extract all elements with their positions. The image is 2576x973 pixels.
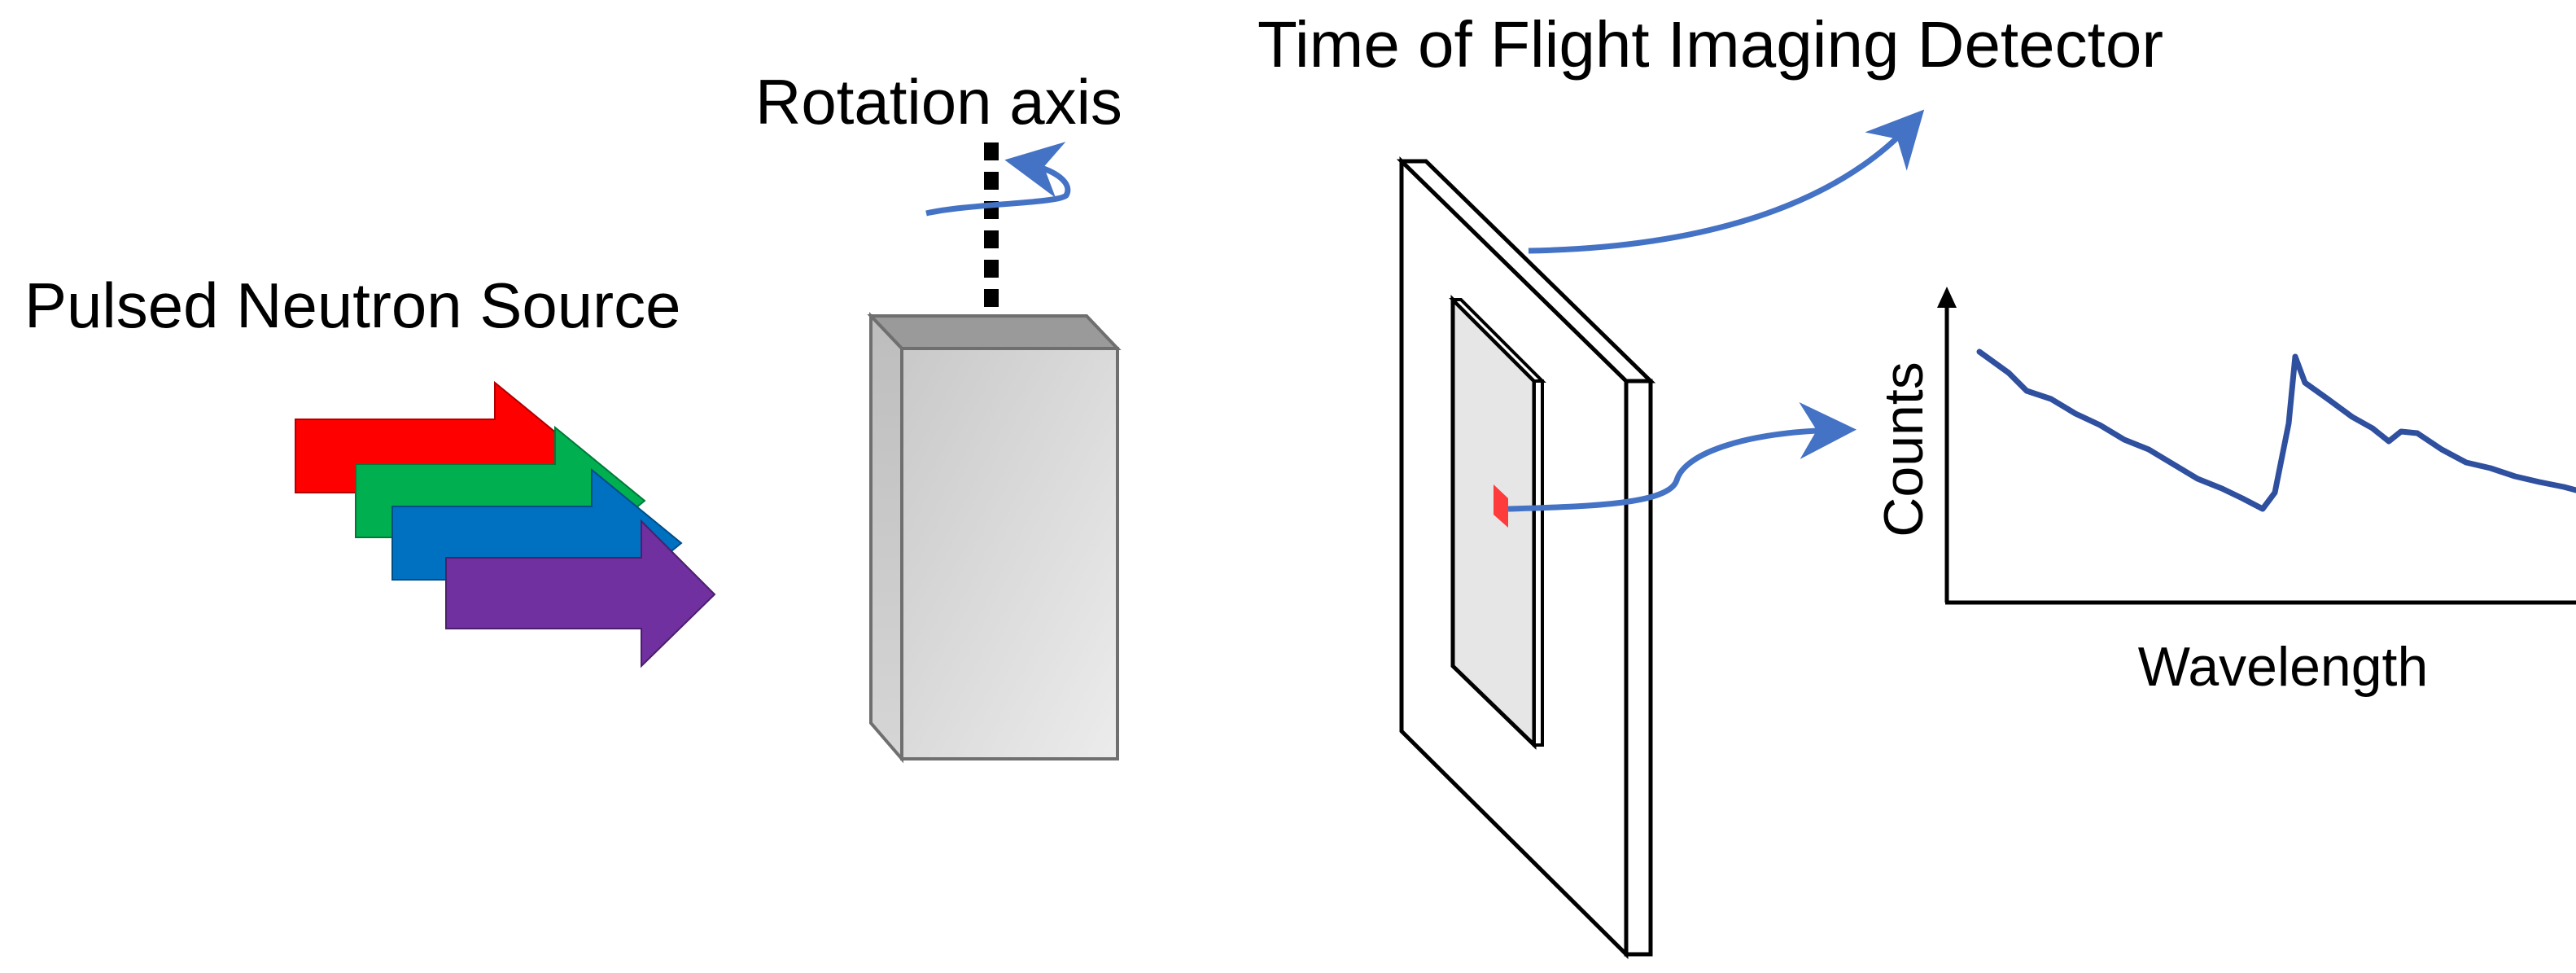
x-axis-label: Wavelength: [2138, 636, 2429, 698]
spectrum-plot-icon: [1937, 287, 2576, 605]
sample-side-face: [869, 311, 903, 764]
rotation-axis: [925, 142, 1071, 342]
neutron-beam-arrows-icon: [295, 380, 716, 668]
detector-pixel: [1494, 484, 1508, 528]
rotation-arrow-icon: [925, 142, 1071, 217]
detector-panel-icon: [1396, 156, 1656, 960]
detector-callout-arrow-icon: [1528, 109, 1925, 254]
pixel-callout-arrow-icon: [1507, 401, 1857, 512]
purple-arrow: [445, 519, 716, 668]
sample-front-face: [900, 347, 1119, 760]
spectrum-line: [1976, 348, 2576, 512]
source-label: Pulsed Neutron Source: [24, 270, 680, 341]
sample-block-icon: [867, 311, 1122, 764]
sample-top-face: [867, 314, 1122, 350]
y-axis-label: Counts: [1873, 362, 1935, 537]
rotation-axis-label: Rotation axis: [755, 66, 1122, 138]
detector-frame-side-edge: [1624, 379, 1653, 957]
y-axis-arrowhead-icon: [1937, 287, 1957, 308]
detector-label: Time of Flight Imaging Detector: [1257, 8, 2163, 81]
detector-active-area-side: [1533, 379, 1544, 747]
